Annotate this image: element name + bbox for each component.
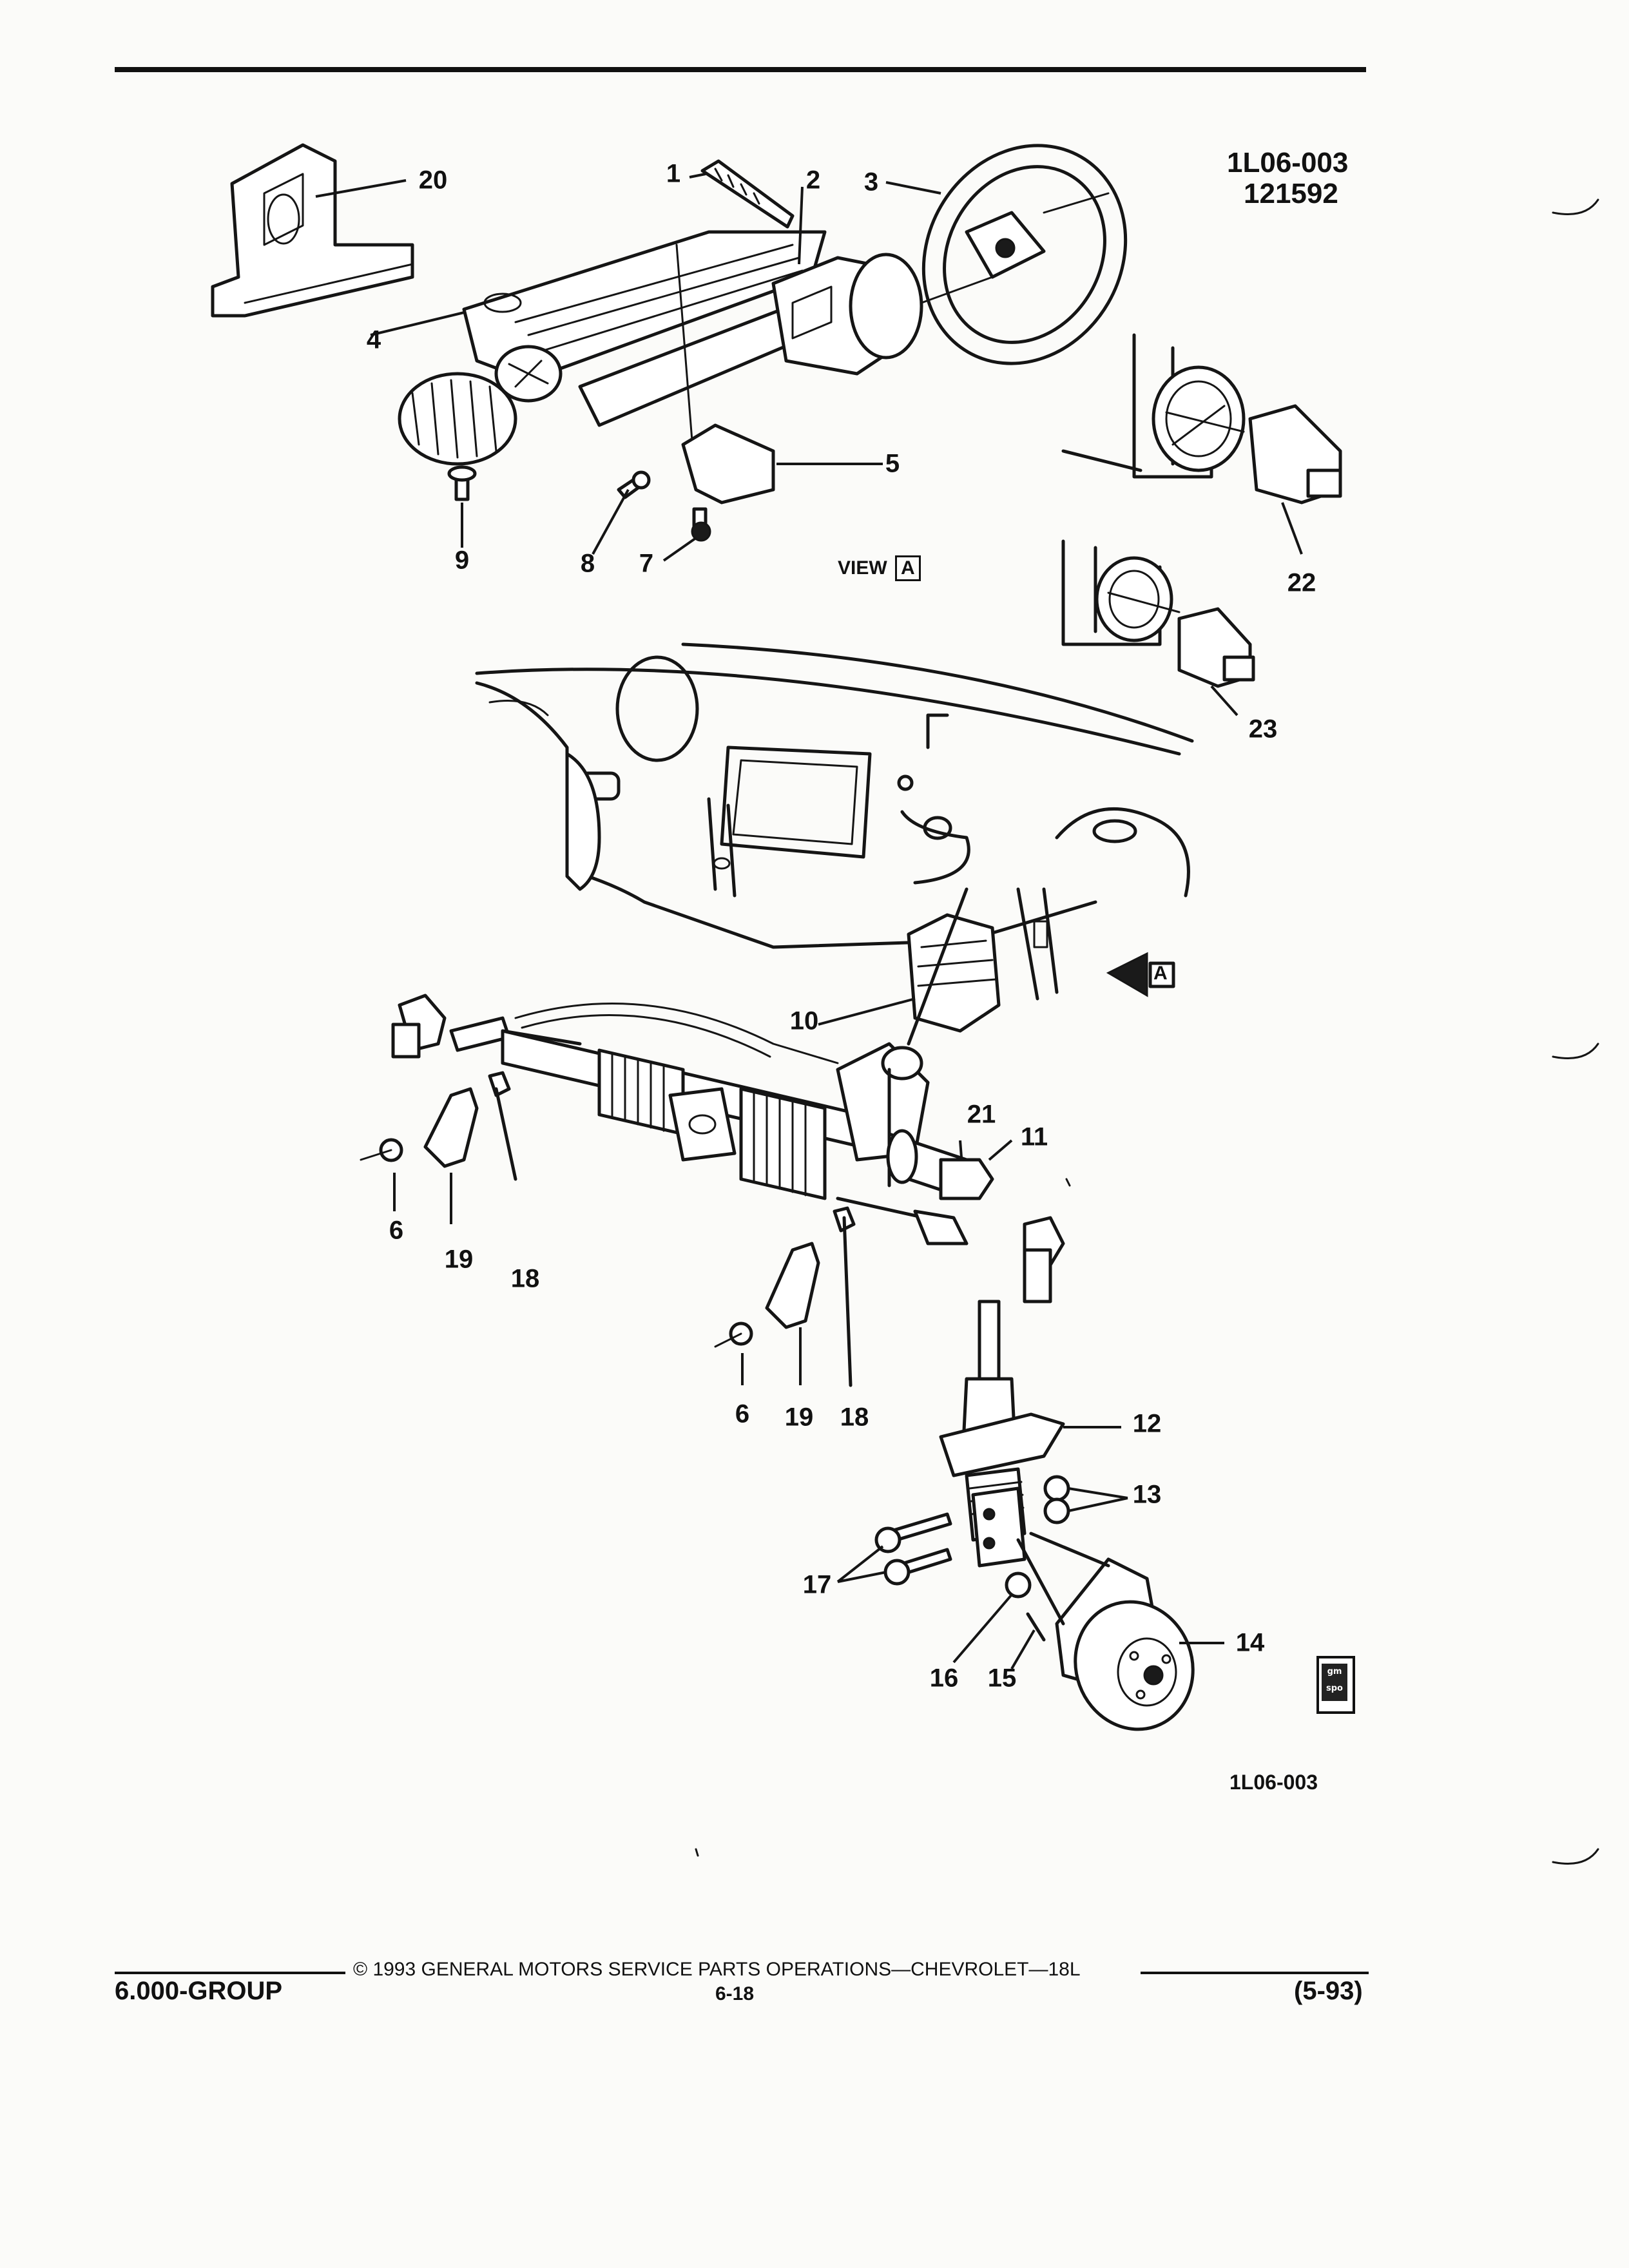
callout-10: 10 — [789, 1006, 819, 1035]
part-3-wheel — [885, 144, 1128, 365]
footer-page: 6-18 — [715, 1983, 755, 2004]
part-16-nut — [952, 1571, 1032, 1664]
part-2-housing — [771, 186, 923, 376]
left-clamp-parts — [360, 1071, 517, 1224]
callout-8: 8 — [580, 549, 595, 578]
part-20-bracket — [211, 143, 414, 318]
footer-rule-left — [115, 1972, 345, 1974]
callout-15: 15 — [987, 1664, 1017, 1693]
callout-7: 7 — [639, 549, 654, 578]
part-13-nuts — [1043, 1475, 1128, 1524]
callout-1: 1 — [666, 159, 681, 188]
gm-spo-logo: gm spo — [1316, 1656, 1355, 1714]
arrow-a — [1106, 952, 1175, 997]
callout-2: 2 — [805, 166, 821, 195]
arrow-tag: A — [1153, 963, 1168, 984]
part-1-lever — [689, 159, 795, 229]
steering-rack — [391, 994, 1065, 1303]
callout-3: 3 — [863, 168, 879, 197]
bottom-figure-ref: 1L06-003 — [1229, 1771, 1318, 1794]
view-label: VIEW — [838, 557, 887, 579]
callout-5: 5 — [885, 449, 900, 478]
callout-4: 4 — [366, 325, 381, 354]
part-14-hub — [1016, 1532, 1224, 1731]
part-5-clamp — [681, 423, 883, 505]
view-a-detail-2 — [1061, 539, 1255, 716]
view-a-label: VIEW A — [838, 555, 921, 581]
right-clamp-parts — [714, 1206, 856, 1387]
callout-23: 23 — [1248, 715, 1278, 744]
callout-9: 9 — [454, 546, 470, 575]
gm-spo-logo-text: gm spo — [1322, 1664, 1347, 1701]
callout-21: 21 — [967, 1100, 996, 1129]
callout-20: 20 — [418, 166, 448, 195]
part-17-bolts — [836, 1486, 1027, 1586]
callout-6b: 6 — [735, 1399, 750, 1428]
callout-12: 12 — [1132, 1409, 1162, 1438]
figure-ref-date: 121592 — [1244, 178, 1338, 209]
part-10-boot — [818, 887, 1001, 1046]
callout-19b: 19 — [784, 1403, 814, 1432]
part-15-pin — [1010, 1612, 1046, 1670]
footer-date: (5-93) — [1294, 1977, 1363, 2005]
callout-13: 13 — [1132, 1480, 1162, 1509]
part-7-screw — [662, 507, 711, 562]
firewall — [475, 642, 1194, 1001]
footer-rule-right — [1141, 1972, 1369, 1974]
callout-18b: 18 — [840, 1403, 869, 1432]
view-tag: A — [895, 555, 921, 581]
view-a-detail — [1061, 333, 1342, 555]
part-4-column — [370, 230, 827, 491]
callout-16: 16 — [929, 1664, 959, 1693]
column-boot — [398, 345, 563, 466]
top-rule — [115, 67, 1366, 72]
callout-17: 17 — [802, 1570, 832, 1599]
callout-18a: 18 — [510, 1264, 540, 1293]
figure-ref-code: 1L06-003 — [1227, 147, 1349, 178]
callout-11: 11 — [1020, 1122, 1048, 1151]
callout-14: 14 — [1235, 1628, 1265, 1657]
callout-6a: 6 — [389, 1216, 404, 1245]
part-8-bolt — [592, 470, 651, 555]
footer-copyright: © 1993 GENERAL MOTORS SERVICE PARTS OPER… — [353, 1959, 1081, 1980]
callout-22: 22 — [1287, 568, 1316, 597]
part-9-bolt — [447, 465, 477, 548]
footer-group: 6.000-GROUP — [115, 1977, 283, 2005]
callout-19a: 19 — [444, 1245, 474, 1274]
